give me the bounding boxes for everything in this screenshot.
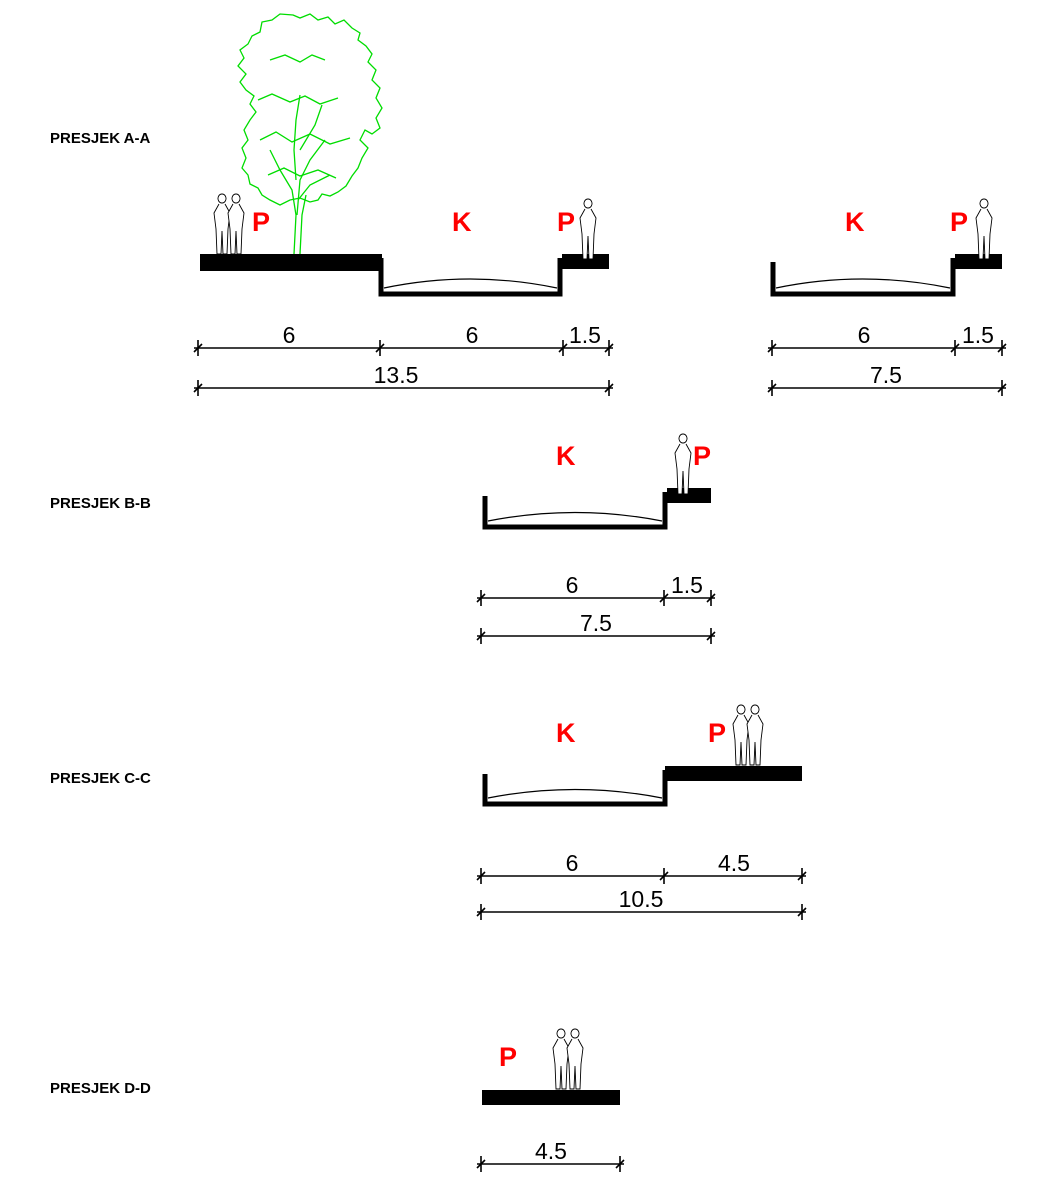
zone-label-k: K: [556, 441, 576, 471]
zone-label-k: K: [452, 207, 472, 237]
road-bed: [482, 492, 668, 530]
dimension-value: 1.5: [671, 572, 703, 598]
dimension-value: 6: [566, 572, 579, 598]
sidewalk-slab: [200, 254, 382, 271]
dimension-total: 10.5: [619, 886, 664, 912]
dimension-value: 6: [283, 322, 296, 348]
pedestrian-icon: [674, 433, 692, 495]
zone-label-p: P: [693, 441, 711, 471]
pedestrian-icon: [579, 198, 597, 260]
sidewalk-slab: [665, 766, 802, 781]
dimension-line: [476, 590, 716, 606]
dimension-line-total: [193, 380, 614, 396]
zone-label-k: K: [556, 718, 576, 748]
dimension-total: 13.5: [374, 362, 419, 388]
zone-label-p: P: [499, 1042, 517, 1072]
sidewalk-slab: [667, 488, 711, 503]
dimension-value: 6: [858, 322, 871, 348]
road-crown: [487, 511, 663, 522]
dimension-line: [476, 1156, 625, 1172]
dimension-line-total: [767, 380, 1007, 396]
sidewalk-slab: [955, 254, 1002, 269]
road-crown: [775, 278, 951, 289]
road-crown: [487, 788, 663, 799]
road-crown: [383, 278, 558, 289]
dimension-total: 7.5: [870, 362, 902, 388]
sidewalk-slab: [482, 1090, 620, 1105]
sidewalk-slab: [562, 254, 609, 269]
pedestrian-icon: [975, 198, 993, 260]
pedestrian-icon: [732, 704, 750, 766]
section-title-dd: PRESJEK D-D: [50, 1080, 151, 1097]
tree-icon: [237, 13, 383, 255]
dimension-value: 1.5: [569, 322, 601, 348]
dimension-value: 6: [566, 850, 579, 876]
dimension-line-total: [476, 904, 807, 920]
pedestrian-icon: [552, 1028, 570, 1090]
dimension-line: [767, 340, 1007, 356]
dimension-value: 4.5: [718, 850, 750, 876]
dimension-total: 7.5: [580, 610, 612, 636]
dimension-value: 6: [466, 322, 479, 348]
dimension-line: [476, 868, 807, 884]
zone-label-p: P: [557, 207, 575, 237]
zone-label-p: P: [950, 207, 968, 237]
pedestrian-icon: [227, 193, 245, 255]
pedestrian-icon: [213, 193, 231, 255]
section-title-cc: PRESJEK C-C: [50, 770, 151, 787]
road-bed: [482, 770, 668, 807]
section-title-aa: PRESJEK A-A: [50, 130, 150, 147]
pedestrian-icon: [746, 704, 764, 766]
dimension-line-total: [476, 628, 716, 644]
dimension-value: 1.5: [962, 322, 994, 348]
zone-label-p: P: [252, 207, 270, 237]
zone-label-p: P: [708, 718, 726, 748]
dimension-line: [193, 340, 614, 356]
section-title-bb: PRESJEK B-B: [50, 495, 151, 512]
pedestrian-icon: [566, 1028, 584, 1090]
zone-label-k: K: [845, 207, 865, 237]
dimension-value: 4.5: [535, 1138, 567, 1164]
road-bed: [378, 258, 563, 297]
road-bed: [770, 258, 956, 297]
